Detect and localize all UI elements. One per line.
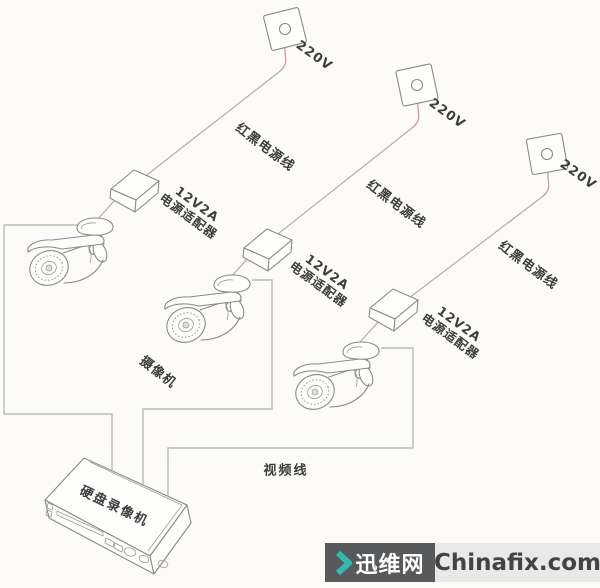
power-cable-3 — [541, 170, 550, 198]
power-adapter-icon-1 — [109, 169, 160, 213]
watermark-domain: Chinafix.com — [433, 549, 600, 576]
video-cable-2 — [142, 279, 273, 484]
cctv-camera-icon-1 — [24, 217, 114, 292]
dvr-recorder-icon — [44, 457, 192, 575]
video-cable-1 — [3, 224, 113, 470]
power-cable-1 — [278, 45, 287, 73]
watermark-domain-box: Chinafix.com — [433, 543, 600, 582]
cctv-camera-icon-2 — [161, 274, 251, 349]
video-line-label: 视频线 — [263, 463, 309, 479]
watermark-brand-box: 迅维网 — [325, 543, 435, 582]
chevron-right-icon — [336, 550, 353, 575]
watermark-site-name: 迅维网 — [355, 552, 425, 578]
dvr-button — [157, 559, 169, 569]
cctv-camera-icon-3 — [290, 341, 380, 416]
power-cable-2 — [411, 101, 420, 129]
dvr-button — [123, 547, 137, 557]
power-adapter-icon-2 — [242, 228, 293, 272]
watermark-logo: 迅维网 Chinafix.com — [325, 543, 600, 582]
dvr-button — [138, 554, 150, 564]
video-cables — [3, 224, 414, 496]
dvr-disc-slot — [56, 510, 104, 537]
video-cable-3 — [167, 347, 414, 496]
